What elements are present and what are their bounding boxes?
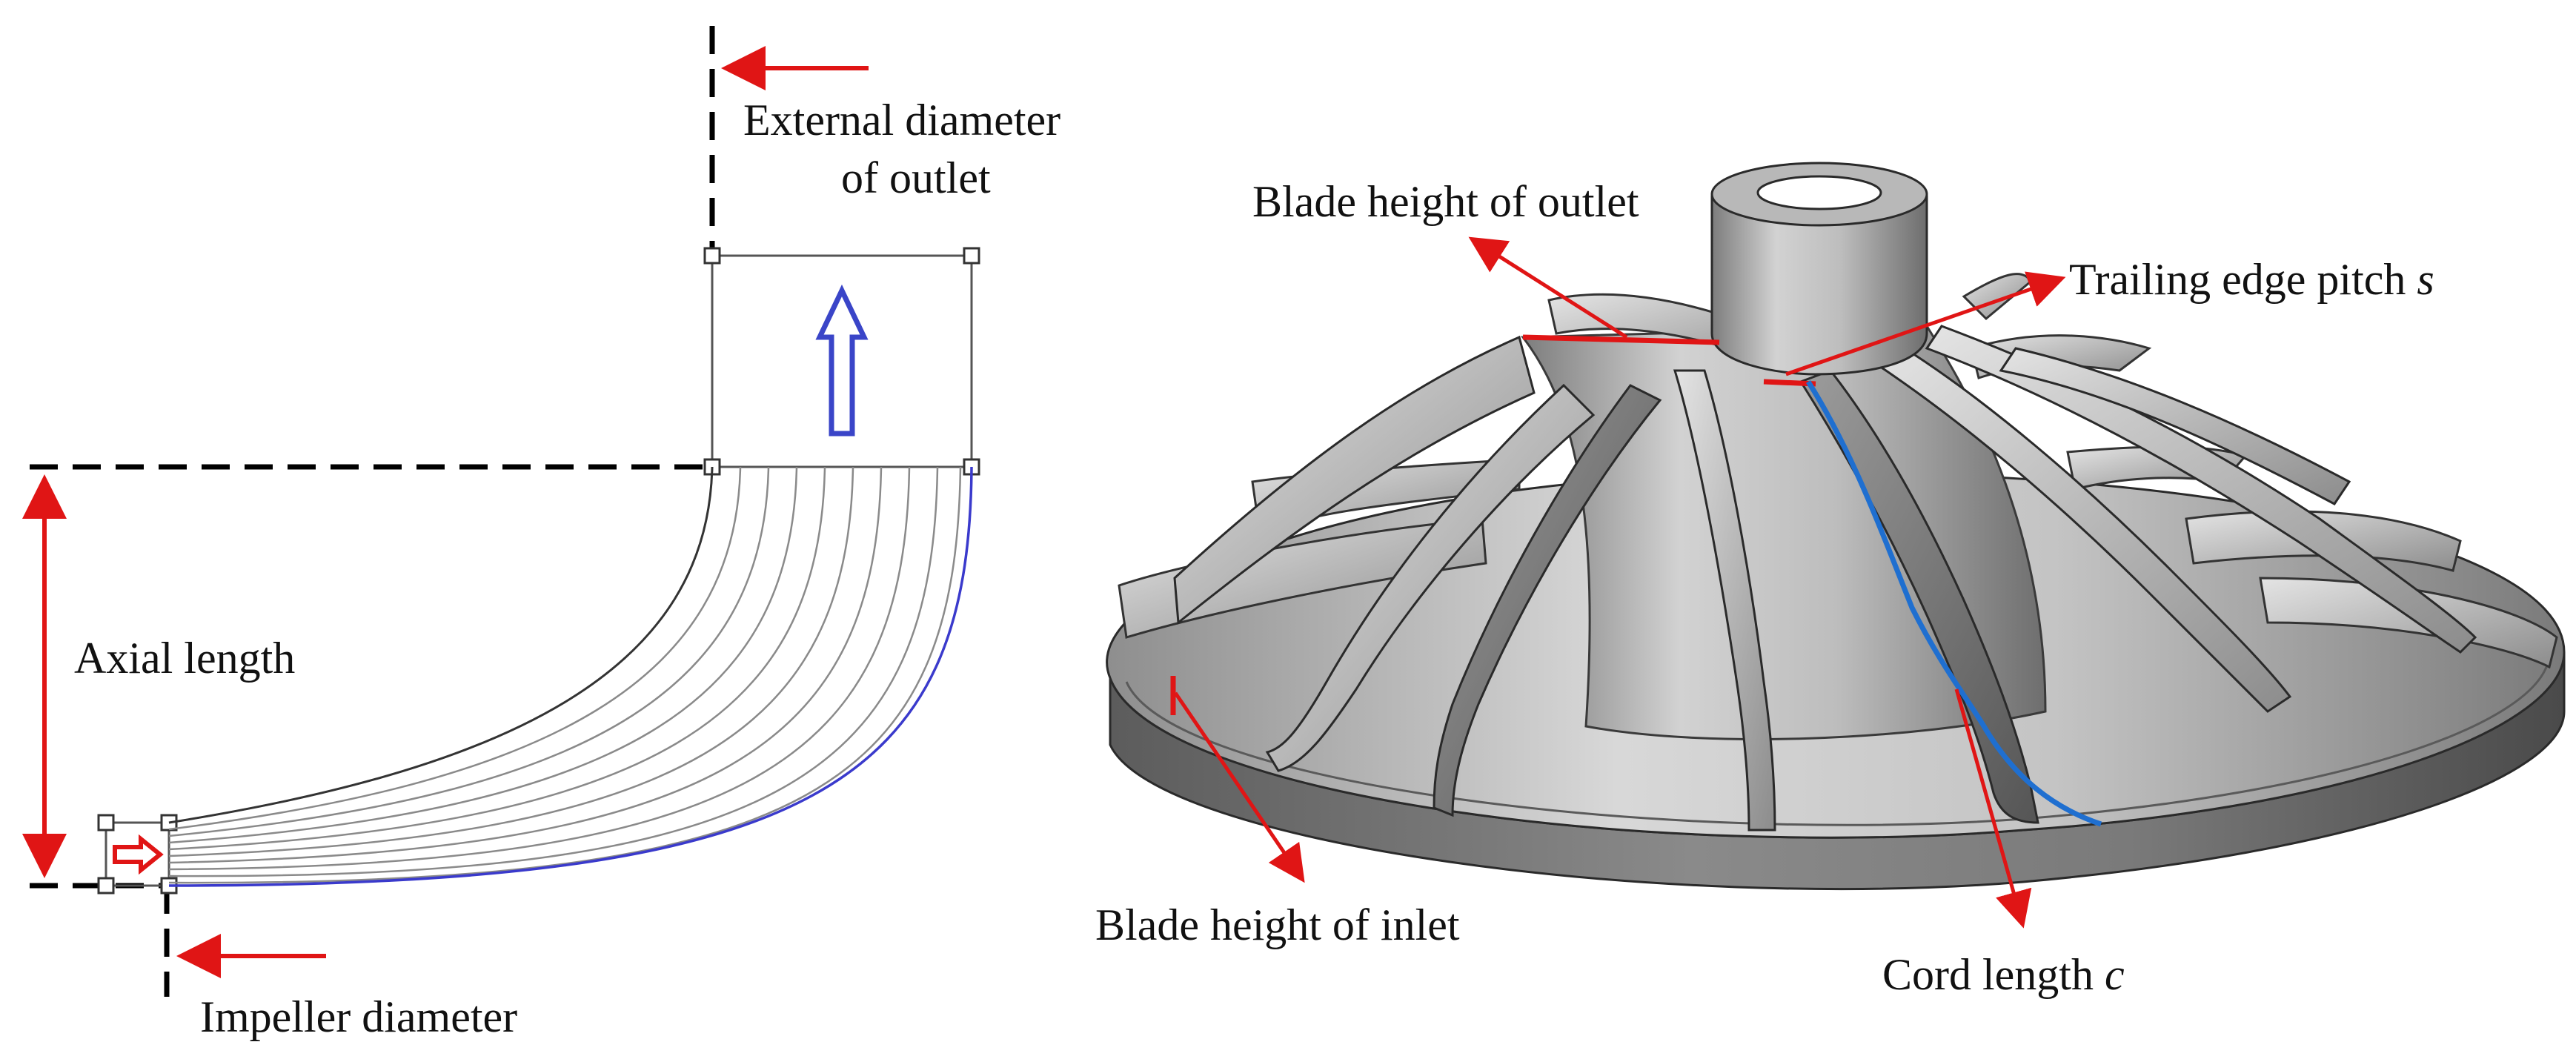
blade-chord — [1799, 369, 2039, 824]
trailing-edge-pitch-text: Trailing edge pitch — [2069, 255, 2417, 304]
blade-outer-right — [1999, 347, 2351, 505]
cord-length-arrow — [1954, 688, 2032, 929]
blade-height-inlet-label: Blade height of inlet — [1095, 900, 1460, 949]
blade-height-inlet-arrow — [1173, 691, 1305, 883]
impeller-diameter-label: Impeller diameter — [200, 992, 517, 1041]
hub-cylinder — [1710, 162, 1928, 376]
inlet-box — [104, 821, 170, 887]
trailing-edge-pitch-symbol: s — [2417, 255, 2434, 304]
outlet-box — [711, 254, 973, 468]
impeller-3d-view: Blade height of outlet Trailing edge pit… — [1095, 162, 2566, 999]
cord-length-label: Cord length c — [1882, 950, 2125, 999]
trailing-edge-pitch-arrow — [1785, 271, 2066, 376]
external-diameter-label-line2: of outlet — [841, 153, 991, 202]
blade-center-left — [1433, 384, 1662, 817]
shroud-line — [168, 466, 973, 887]
external-diameter-label-line1: External diameter — [743, 96, 1060, 145]
blade-far-left — [1173, 335, 1536, 625]
blade-height-outlet-label: Blade height of outlet — [1252, 177, 1639, 226]
base-rim-edge — [1125, 655, 2551, 826]
cord-length-text: Cord length — [1882, 950, 2105, 999]
cord-length-symbol: c — [2105, 950, 2125, 999]
meridional-view: External diameter of outlet Axial length… — [21, 26, 1060, 1041]
outlet-flow-arrow — [815, 284, 869, 437]
blade-center — [1673, 369, 1776, 832]
blade-left — [1265, 383, 1596, 772]
blade-height-outlet-arrow — [1468, 236, 1628, 339]
trailing-edge-pitch-label: Trailing edge pitch s — [2069, 255, 2434, 304]
blade-height-outlet-line — [1522, 334, 1720, 345]
hub-bore — [1756, 175, 1882, 210]
inlet-flow-arrow — [113, 834, 164, 875]
axial-length-label: Axial length — [74, 634, 295, 683]
front-blades — [1173, 325, 2477, 832]
blade-far-right — [1925, 325, 2477, 654]
hub-line — [168, 466, 714, 824]
blade-right — [1873, 347, 2292, 713]
chord-line — [1806, 380, 2102, 827]
